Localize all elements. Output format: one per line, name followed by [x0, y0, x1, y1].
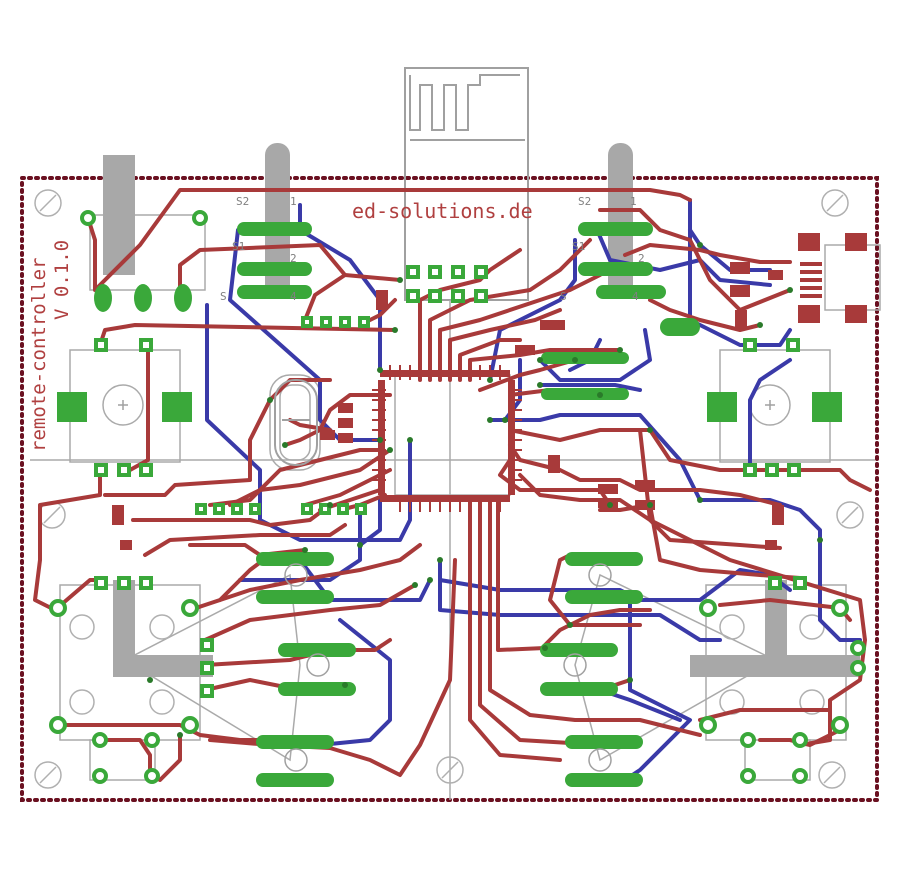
pin-label: 1: [630, 195, 637, 208]
brand-text: ed-solutions.de: [352, 199, 533, 223]
pin-label: S: [220, 290, 227, 303]
board-title: remote-controller: [28, 258, 50, 452]
pin-label: 2: [290, 252, 297, 265]
pin-label: S1: [232, 240, 245, 253]
green-pads: [57, 222, 842, 787]
through-hole-pads: [49, 210, 866, 784]
crystal-component: [274, 379, 318, 466]
qfp-pins: [372, 365, 522, 512]
mounting-holes: [34, 189, 864, 789]
pin-label: 4: [290, 290, 297, 303]
vias: [147, 242, 823, 738]
board-title-group: remote-controller: [28, 258, 50, 452]
button-symbols: [118, 400, 775, 772]
pin-label: 1: [290, 195, 297, 208]
pin-labels: S2 1 S1 2 S 4 S2 1 S1 2 S 4: [220, 195, 645, 303]
bottom-copper-traces: [205, 198, 862, 782]
board-version: V 0.1.0: [51, 240, 73, 320]
pin-label: S2: [578, 195, 591, 208]
square-pads: [94, 265, 807, 698]
board-version-group: V 0.1.0: [51, 240, 73, 320]
pin-label: 2: [638, 252, 645, 265]
mechanical-features: [103, 143, 860, 677]
pin-label: S: [560, 290, 567, 303]
pin-label: 4: [632, 290, 639, 303]
pin-label: S1: [572, 240, 585, 253]
pin-label: S2: [236, 195, 249, 208]
